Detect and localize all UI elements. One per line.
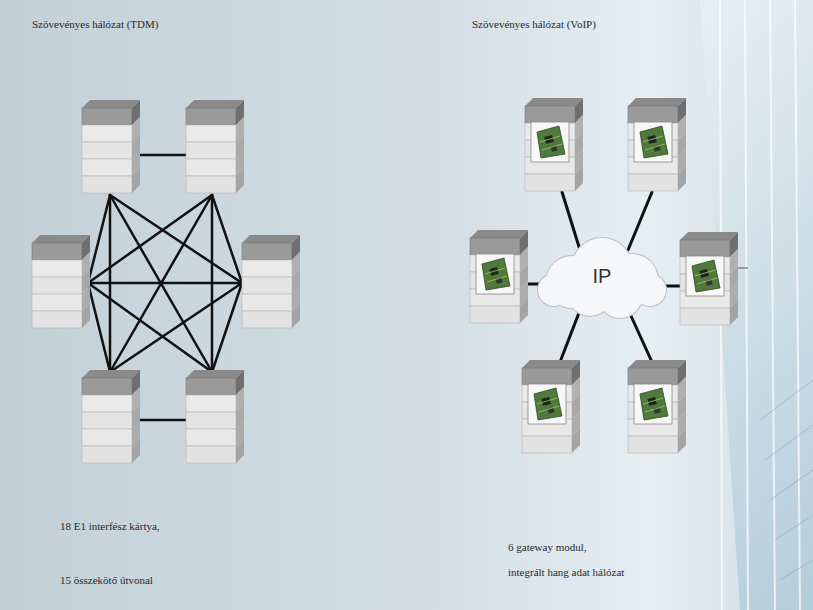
note-text: 15 összekötő útvonal (60, 574, 153, 587)
network-heading: Szövevényes hálózat (TDM) (32, 18, 158, 31)
note-text: 6 gateway modul, (508, 541, 587, 554)
note-text: integrált hang adat hálózat (508, 566, 624, 579)
ip-cloud: IP (532, 232, 672, 320)
network-heading: Szövevényes hálózat (VoIP) (472, 18, 596, 31)
cloud-label: IP (532, 232, 672, 320)
note-text: 18 E1 interfész kártya, (60, 520, 160, 533)
